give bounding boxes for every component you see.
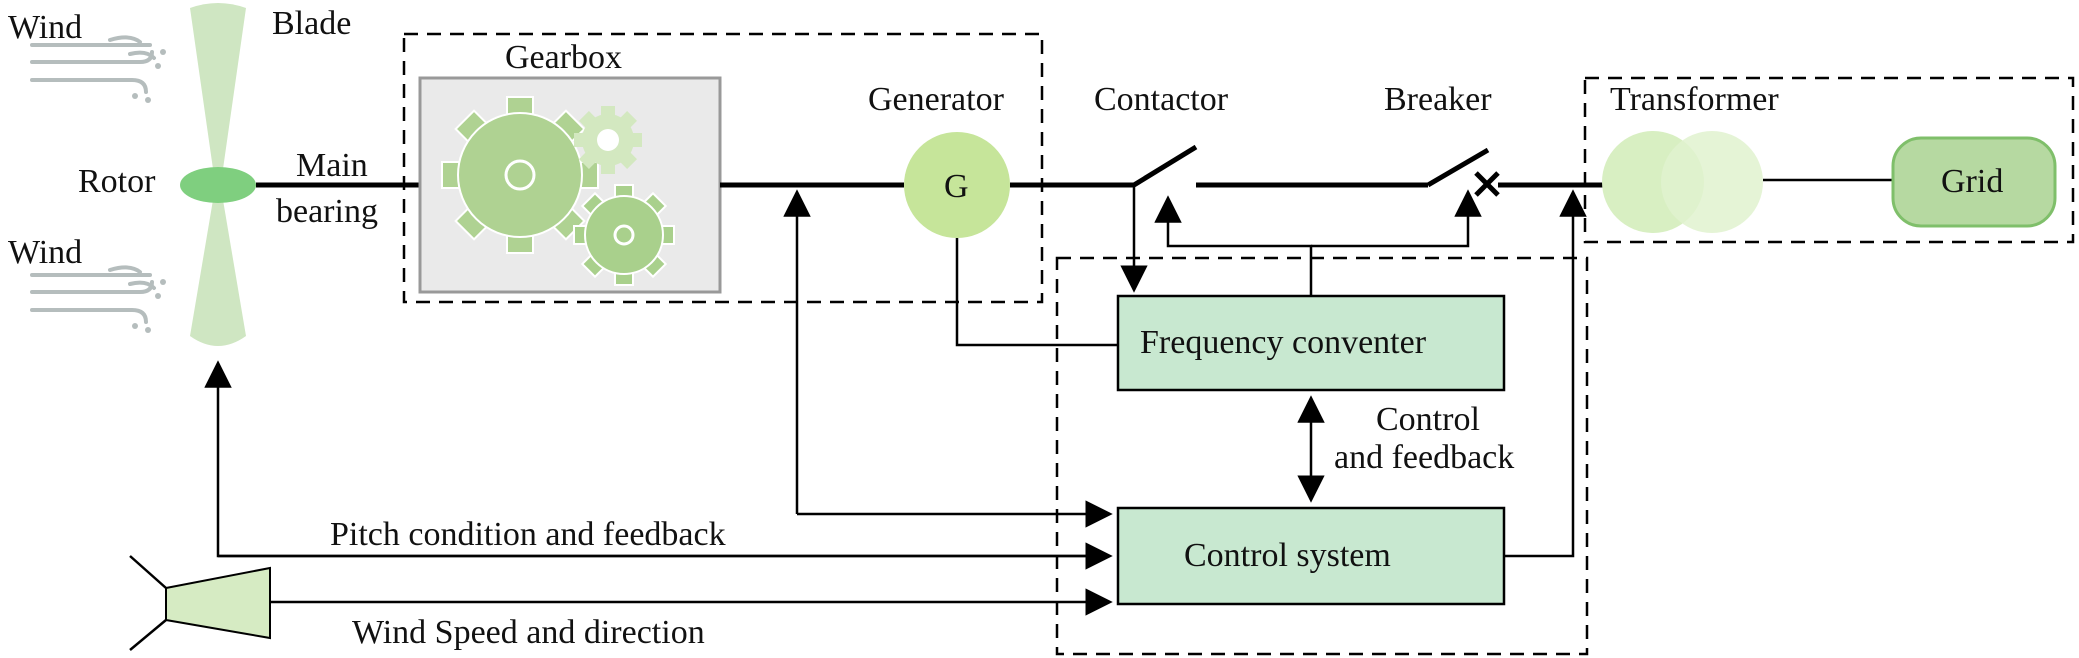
transformer-dashed-box (1583, 76, 2075, 244)
control-dashed-box (1055, 256, 1589, 656)
grid-box (1891, 136, 2057, 228)
gearbox-generator-dashed-box (402, 32, 1044, 304)
switch-icon-contactor (1132, 144, 1198, 188)
wind-speed-label: Wind Speed and direction (352, 614, 705, 651)
gear-icon-medium (573, 184, 675, 286)
contactor-label: Contactor (1094, 81, 1229, 118)
main-bearing-label-line2: bearing (276, 193, 378, 230)
generator-icon (904, 132, 1010, 238)
rotor-label: Rotor (78, 163, 156, 200)
arrow-control-transformer (1504, 189, 1587, 558)
wind-label-bottom: Wind (8, 234, 82, 271)
pitch-feedback-label: Pitch condition and feedback (330, 516, 726, 553)
generator-symbol: G (944, 168, 969, 205)
generator-label: Generator (868, 81, 1005, 118)
transformer-icon (1602, 131, 1763, 233)
control-feedback-label-line1: Control (1376, 401, 1480, 438)
arrow-converter-breaker (1311, 189, 1482, 248)
wind-sensor-icon (129, 555, 271, 651)
blade-icon (190, 3, 246, 346)
breaker-x-icon (1474, 171, 1500, 197)
control-feedback-label-line2: and feedback (1334, 439, 1514, 476)
gearbox-label: Gearbox (505, 39, 622, 76)
wind-icon-top (30, 35, 166, 103)
breaker-label: Breaker (1384, 81, 1492, 118)
grid-label: Grid (1941, 163, 2003, 200)
main-bearing-label-line1: Main (296, 147, 368, 184)
switch-icon-breaker (1426, 147, 1490, 188)
blade-label: Blade (272, 5, 351, 42)
rotor-hub-icon (180, 167, 256, 203)
transformer-label: Transformer (1610, 81, 1779, 118)
control-system-label: Control system (1184, 537, 1391, 574)
wind-icon-bottom (30, 265, 166, 333)
frequency-converter-label: Frequency conventer (1140, 324, 1427, 361)
gear-icon-small (574, 106, 642, 174)
wind-label-top: Wind (8, 9, 82, 46)
arrow-converter-contactor (1154, 195, 1313, 296)
line-generator-converter (955, 238, 1118, 347)
control-system-box (1116, 506, 1506, 606)
